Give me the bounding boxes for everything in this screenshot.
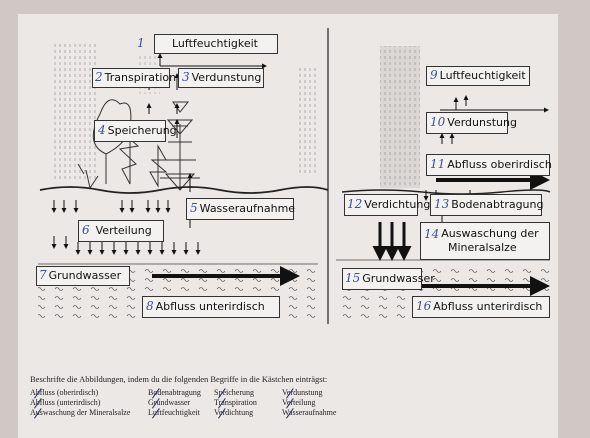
box-15-grundwasser[interactable]: 15 Grundwasser	[342, 268, 435, 290]
worksheet: 1 Luftfeuchtigkeit 2 Transpiration 3 Ver…	[18, 14, 558, 438]
number-label: 11	[430, 157, 446, 172]
number-label: 4	[98, 123, 106, 138]
box-label: Abfluss unterirdisch	[433, 299, 543, 313]
box-12-verdichtung[interactable]: 12 Verdichtung	[344, 194, 430, 216]
word-item: Verdichtung	[214, 408, 282, 418]
box-label: Wasseraufnahme	[199, 201, 296, 215]
word-item: Transpiration	[214, 398, 282, 408]
rain-left	[54, 42, 96, 182]
number-label: 14	[424, 226, 440, 241]
box-label: Auswaschung der	[441, 227, 539, 241]
box-label: Luftfeuchtigkeit	[439, 68, 526, 82]
word-item: Auswaschung der Mineralsalze	[30, 408, 148, 418]
word-item: Verteilung	[282, 398, 372, 408]
word-row: Abfluss (oberirdisch) Bodenabtragung Spe…	[30, 388, 410, 398]
number-label: 9	[430, 68, 438, 83]
box-5-wasseraufnahme[interactable]: 5 Wasseraufnahme	[186, 198, 296, 220]
box-label: Bodenabtragung	[451, 197, 544, 211]
number-label: 15	[345, 271, 361, 286]
word-item: Abfluss (unterirdisch)	[30, 398, 148, 408]
box-label: Abfluss unterirdisch	[155, 299, 265, 313]
box-4-speicherung[interactable]: 4 Speicherung	[94, 120, 177, 142]
number-label: 7	[39, 268, 47, 283]
box-label: Verteilung	[95, 223, 152, 237]
box-label: Abfluss oberirdisch	[447, 157, 552, 171]
box-10-verdunstung[interactable]: 10 Verdunstung	[426, 112, 517, 134]
number-label: 5	[190, 201, 198, 216]
number-label: 6	[82, 223, 90, 238]
box-label: Luftfeuchtigkeit	[172, 36, 258, 50]
box-label: Speicherung	[107, 123, 177, 137]
box-2-transpiration[interactable]: 2 Transpiration	[92, 68, 176, 88]
number-label: 1	[137, 36, 145, 50]
word-item: Wasseraufnahme	[282, 408, 372, 418]
box-14-auswaschung[interactable]: 14 Auswaschung der Mineralsalze	[420, 222, 550, 260]
ground-left	[39, 186, 329, 194]
box-13-bodenabtragung[interactable]: 13 Bodenabtragung	[430, 194, 544, 216]
box-9-luftfeuchtigkeit[interactable]: 9 Luftfeuchtigkeit	[426, 66, 530, 86]
number-label: 3	[182, 70, 190, 85]
box-11-abfluss-oberirdisch[interactable]: 11 Abfluss oberirdisch	[426, 154, 552, 176]
box-label: Grundwasser	[48, 268, 122, 282]
box-label: Verdichtung	[364, 197, 431, 211]
box-label: Verdunstung	[447, 115, 517, 129]
word-item: Grundwasser	[148, 398, 214, 408]
word-item: Abfluss (oberirdisch)	[30, 388, 148, 398]
box-label: Transpiration	[104, 70, 177, 84]
number-label: 16	[416, 299, 432, 314]
box-7-grundwasser[interactable]: 7 Grundwasser	[36, 266, 130, 286]
box-1-luftfeuchtigkeit[interactable]: 1 Luftfeuchtigkeit	[137, 34, 278, 54]
number-label: 10	[430, 115, 446, 130]
box-label-line2: Mineralsalze	[448, 240, 517, 254]
word-item: Speicherung	[214, 388, 282, 398]
word-bank: Abfluss (oberirdisch) Bodenabtragung Spe…	[30, 388, 410, 418]
box-6-verteilung[interactable]: 6 Verteilung	[78, 220, 164, 242]
number-label: 2	[95, 70, 103, 85]
number-label: 13	[434, 197, 450, 212]
word-row: Abfluss (unterirdisch) Grundwasser Trans…	[30, 398, 410, 408]
word-row: Auswaschung der Mineralsalze Luftfeuchti…	[30, 408, 410, 418]
instruction-text: Beschrifte die Abbildungen, indem du die…	[30, 374, 328, 384]
box-8-abfluss-unterirdisch[interactable]: 8 Abfluss unterirdisch	[142, 296, 280, 318]
ground-right	[341, 189, 551, 195]
box-3-verdunstung[interactable]: 3 Verdunstung	[178, 68, 264, 88]
box-label: Grundwasser	[362, 271, 435, 285]
rain-right	[296, 66, 318, 176]
number-label: 12	[347, 197, 363, 212]
word-item: Luftfeuchtigkeit	[148, 408, 214, 418]
rain-column	[380, 46, 420, 188]
word-item: Bodenabtragung	[148, 388, 214, 398]
box-16-abfluss-unterirdisch[interactable]: 16 Abfluss unterirdisch	[412, 296, 550, 318]
number-label: 8	[146, 299, 154, 314]
word-item: Verdunstung	[282, 388, 372, 398]
box-label: Verdunstung	[191, 70, 262, 84]
tree-group	[77, 99, 200, 191]
